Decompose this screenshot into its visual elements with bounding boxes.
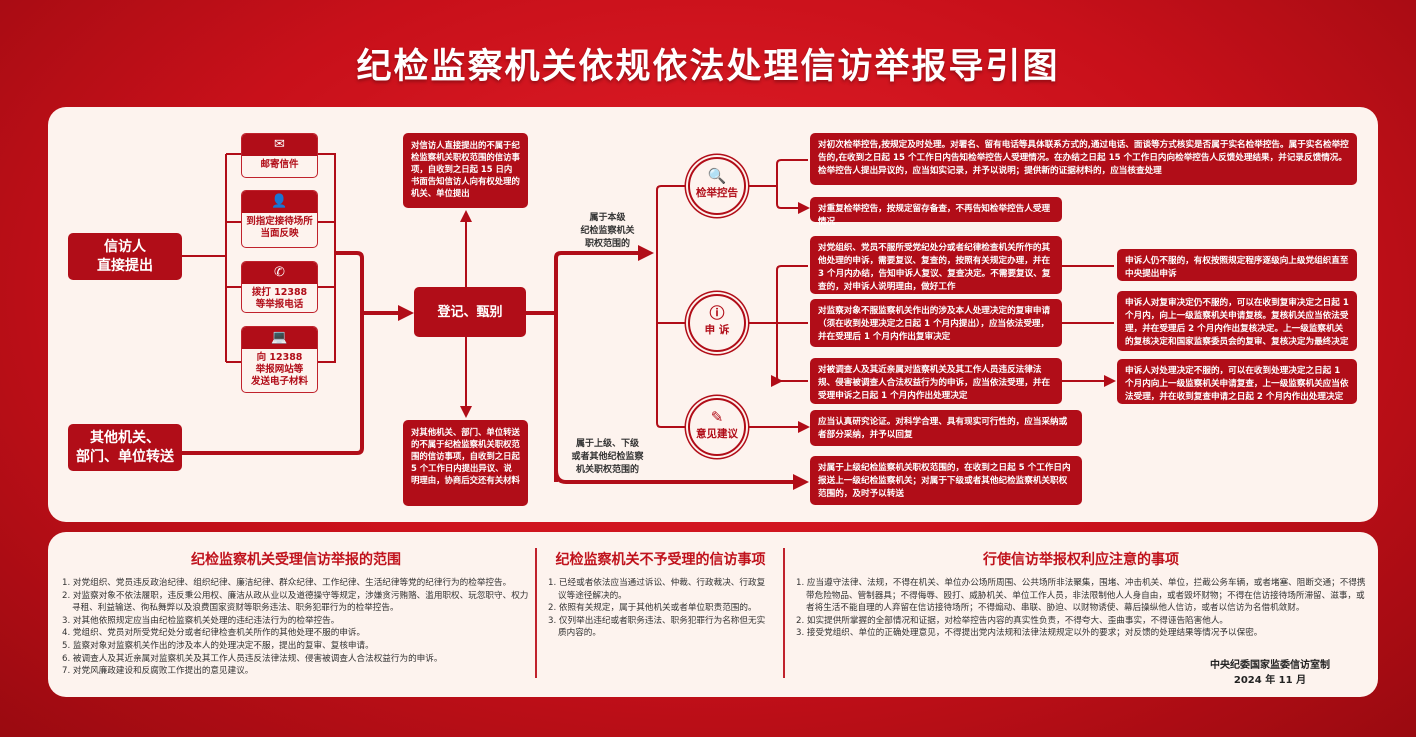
scope-item: 2. 对监察对象不依法履职，违反秉公用权、廉洁从政从业以及道德操守等规定，涉嫌贪… [62, 590, 529, 614]
scope-item: 3. 对其他依照规定应当由纪检监察机关处理的违纪违法行为的检举控告。 [62, 615, 340, 626]
appeal-followup-party: 申诉人仍不服的，有权按照规定程序逐级向上级党组织直至中央提出申诉 [1117, 249, 1357, 281]
channel-web: 💻向 12388 举报网站等 发送电子材料 [241, 326, 318, 393]
accusation-first: 对初次检举控告,按规定及时处理。对署名、留有电话等具体联系方式的,通过电话、面谈… [810, 133, 1357, 185]
not-accepted-item: 1. 已经或者依法应当通过诉讼、仲裁、行政裁决、行政复议等途径解决的。 [548, 578, 766, 601]
notes-section: 行使信访举报权利应注意的事项 1. 应当遵守法律、法规，不得在机关、单位办公场所… [796, 549, 1366, 640]
issue-date: 2024 年 11 月 [1233, 675, 1307, 686]
divider [535, 548, 537, 678]
divider [783, 548, 785, 678]
scope-item: 6. 被调查人及其近亲属对监察机关及其工作人员违反法律法规、侵害被调查人合法权益… [62, 653, 443, 664]
laptop-icon: 💻 [242, 327, 317, 349]
appeal-review: 对监察对象不服监察机关作出的涉及本人处理决定的复审申请（须在收到处理决定之日起 … [810, 299, 1062, 347]
register-step: 登记、甄别 [414, 287, 526, 337]
not-accepted-title: 纪检监察机关不予受理的信访事项 [555, 552, 766, 568]
appeal-followup-investigated: 申诉人对处理决定不服的，可以在收到处理决定之日起 1 个月内向上一级监察机关申请… [1117, 359, 1357, 404]
channel-mail: ✉邮寄信件 [241, 133, 318, 178]
document-search-icon: 🔍 [707, 167, 727, 185]
channel-phone: ✆拨打 12388 等举报电话 [241, 261, 318, 313]
source-transfer: 其他机关、 部门、单位转送 [68, 424, 182, 471]
scope-title: 纪检监察机关受理信访举报的范围 [191, 552, 401, 568]
appeal-followup-review: 申诉人对复审决定仍不服的，可以在收到复审决定之日起 1 个月内，向上一级监察机关… [1117, 291, 1357, 351]
category-suggestion: ✎意见建议 [688, 398, 746, 456]
scope-section: 纪检监察机关受理信访举报的范围 1. 对党组织、党员违反政治纪律、组织纪律、廉洁… [62, 549, 530, 678]
notes-item: 3. 接受党组织、单位的正确处理意见，不得提出党内法规和法律法规规定以外的要求；… [796, 628, 1263, 639]
scope-item: 7. 对党风廉政建设和反腐败工作提出的意见建议。 [62, 666, 254, 677]
scope-item: 5. 监察对象对监察机关作出的涉及本人的处理决定不服，提出的复审、复核申请。 [62, 640, 374, 651]
document-edit-icon: ✎ [710, 408, 724, 426]
category-accusation: 🔍检举控告 [688, 157, 746, 215]
issuer: 中央纪委国家监委信访室制 [1210, 660, 1330, 671]
document-alert-icon: ⓘ [709, 304, 725, 322]
mail-icon: ✉ [242, 134, 317, 156]
suggestion-handling: 应当认真研究论证。对科学合理、具有现实可行性的，应当采纳或者部分采纳，并予以回复 [810, 410, 1082, 446]
issuer-block: 中央纪委国家监委信访室制 2024 年 11 月 [1180, 658, 1360, 688]
appeal-investigated: 对被调查人及其近亲属对监察机关及其工作人员违反法律法规、侵害被调查人合法权益行为… [810, 358, 1062, 404]
notice-transfer: 对其他机关、部门、单位转送的不属于纪检监察机关职权范围的信访事项，自收到之日起 … [403, 420, 528, 506]
notice-direct: 对信访人直接提出的不属于纪检监察机关职权范围的信访事项，自收到之日起 15 日内… [403, 133, 528, 208]
info-panel [48, 532, 1378, 697]
branch-label-other: 属于上级、下级 或者其他纪检监察 机关职权范围的 [571, 439, 644, 475]
person-chat-icon: 👤 [242, 191, 317, 213]
scope-item: 4. 党组织、党员对所受党纪处分或者纪律检查机关所作的其他处理不服的申诉。 [62, 628, 366, 639]
page-title: 纪检监察机关依规依法处理信访举报导引图 [356, 47, 1060, 87]
transfer-other-handling: 对属于上级纪检监察机关职权范围的，在收到之日起 5 个工作日内报送上一级纪检监察… [810, 456, 1082, 505]
phone-icon: ✆ [242, 262, 317, 284]
channel-visit: 👤到指定接待场所 当面反映 [241, 190, 318, 248]
accusation-repeat: 对重复检举控告，按规定留存备查，不再告知检举控告人受理情况 [810, 197, 1062, 227]
not-accepted-item: 2. 依照有关规定，属于其他机关或者单位职责范围的。 [548, 603, 757, 614]
appeal-party: 对党组织、党员不服所受党纪处分或者纪律检查机关所作的其他处理的申诉，需要复议、复… [810, 236, 1062, 294]
not-accepted-item: 3. 仅列举出违纪或者职务违法、职务犯罪行为名称但无实质内容的。 [548, 615, 766, 639]
source-direct: 信访人 直接提出 [68, 233, 182, 280]
notes-title: 行使信访举报权利应注意的事项 [983, 552, 1179, 568]
notes-item: 2. 如实提供所掌握的全部情况和证据，对检举控告内容的真实性负责，不得夸大、歪曲… [796, 615, 1229, 626]
branch-label-own: 属于本级 纪检监察机关 职权范围的 [580, 213, 635, 249]
not-accepted-section: 纪检监察机关不予受理的信访事项 1. 已经或者依法应当通过诉讼、仲裁、行政裁决、… [548, 549, 773, 640]
notes-item: 1. 应当遵守法律、法规，不得在机关、单位办公场所周围、公共场所非法聚集，围堵、… [796, 578, 1366, 614]
scope-item: 1. 对党组织、党员违反政治纪律、组织纪律、廉洁纪律、群众纪律、工作纪律、生活纪… [62, 578, 512, 588]
